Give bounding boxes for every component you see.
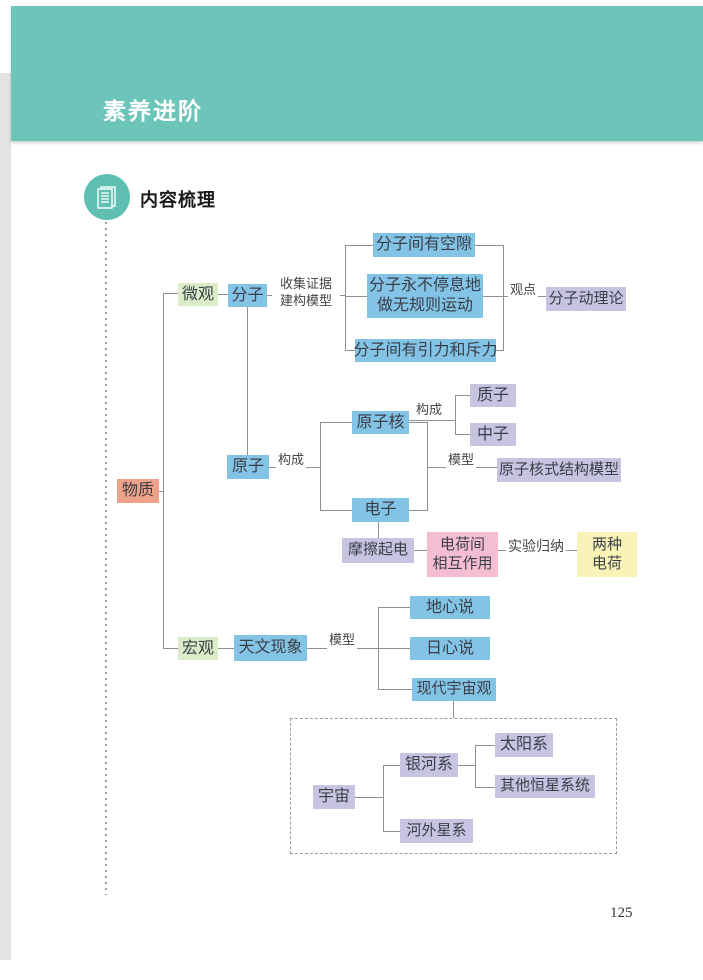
connector-line xyxy=(247,307,248,455)
page-number: 125 xyxy=(610,905,633,921)
node-extragalactic: 河外星系 xyxy=(400,819,473,843)
node-universe: 宇宙 xyxy=(313,785,355,809)
connector-line xyxy=(320,510,352,511)
node-other-star-systems: 其他恒星系统 xyxy=(495,775,595,798)
edge-label-compose-nucleus: 构成 xyxy=(414,402,445,419)
connector-line xyxy=(453,701,454,718)
connector-line xyxy=(503,245,504,351)
connector-line xyxy=(378,521,379,538)
node-two-charges-line2: 电荷 xyxy=(591,555,622,572)
edge-label-viewpoint: 观点 xyxy=(508,282,539,299)
connector-line xyxy=(475,745,476,788)
node-astronomy: 天文现象 xyxy=(234,635,307,661)
connector-line xyxy=(475,787,495,788)
node-two-charges-line1: 两种 xyxy=(591,536,622,553)
connector-line xyxy=(383,765,400,766)
connector-line xyxy=(455,395,456,435)
connector-line xyxy=(475,245,503,246)
node-electron: 电子 xyxy=(352,498,409,522)
header-band: 素养进阶 xyxy=(11,6,703,141)
connector-line xyxy=(383,831,400,832)
document-icon xyxy=(84,174,130,220)
edge-label-evidence-line2: 建构模型 xyxy=(279,292,332,308)
connector-line xyxy=(414,550,427,551)
connector-line xyxy=(345,245,346,351)
connector-line xyxy=(409,422,427,423)
connector-line xyxy=(218,648,234,649)
section-title: 内容梳理 xyxy=(140,190,216,210)
node-molecular-motion: 分子永不停息地 做无规则运动 xyxy=(367,274,483,318)
node-matter: 物质 xyxy=(117,479,159,503)
connector-line xyxy=(163,293,164,649)
node-milky-way: 银河系 xyxy=(400,753,458,777)
node-proton: 质子 xyxy=(470,384,516,407)
node-charge-interaction: 电荷间 相互作用 xyxy=(427,532,498,577)
node-solar-system: 太阳系 xyxy=(495,733,553,757)
connector-line xyxy=(345,296,367,297)
node-molecular-gap: 分子间有空隙 xyxy=(373,233,475,257)
node-modern-cosmology: 现代宇宙观 xyxy=(412,678,496,701)
connector-line xyxy=(475,745,495,746)
connector-line xyxy=(427,422,428,511)
node-atom: 原子 xyxy=(227,455,269,479)
connector-line xyxy=(455,395,470,396)
connector-line xyxy=(383,765,384,832)
connector-line xyxy=(496,350,503,351)
edge-label-evidence-line1: 收集证据 xyxy=(279,276,332,291)
page-title: 素养进阶 xyxy=(103,99,203,124)
connector-line xyxy=(158,491,164,492)
connector-line xyxy=(378,607,410,608)
node-nucleus: 原子核 xyxy=(352,411,409,434)
connector-line xyxy=(355,797,383,798)
edge-label-model-astronomy: 模型 xyxy=(327,632,358,649)
edge-label-model-nucleus: 模型 xyxy=(446,452,477,469)
connector-line xyxy=(378,648,410,649)
universe-group-box xyxy=(290,718,617,854)
connector-line xyxy=(163,293,178,294)
connector-line xyxy=(458,765,475,766)
node-molecule: 分子 xyxy=(228,284,267,307)
node-molecular-motion-line1: 分子永不停息地 xyxy=(368,277,481,294)
connector-line xyxy=(455,434,470,435)
node-two-charges: 两种 电荷 xyxy=(577,532,637,577)
edge-label-compose-atom: 构成 xyxy=(276,452,307,469)
node-micro: 微观 xyxy=(178,283,218,306)
page-edge-strip xyxy=(0,73,11,960)
connector-line xyxy=(320,422,321,511)
node-molecular-force: 分子间有引力和斥力 xyxy=(354,339,498,362)
node-molecular-motion-line2: 做无规则运动 xyxy=(376,297,473,314)
node-friction-charging: 摩擦起电 xyxy=(342,538,414,563)
node-kinetic-theory: 分子动理论 xyxy=(546,287,626,311)
node-charge-interaction-line1: 电荷间 xyxy=(439,536,485,553)
node-geocentric: 地心说 xyxy=(410,596,490,619)
connector-line xyxy=(163,648,178,649)
node-neutron: 中子 xyxy=(470,423,516,446)
connector-line xyxy=(409,510,427,511)
node-macro: 宏观 xyxy=(178,637,218,660)
edge-label-evidence: 收集证据 建构模型 xyxy=(272,276,340,310)
connector-line xyxy=(378,689,412,690)
connector-line xyxy=(345,245,373,246)
connector-line xyxy=(345,350,355,351)
connector-line xyxy=(320,422,352,423)
connector-line xyxy=(218,294,228,295)
node-heliocentric: 日心说 xyxy=(410,637,490,660)
node-charge-interaction-line2: 相互作用 xyxy=(432,555,493,572)
edge-label-experiment: 实验归纳 xyxy=(506,539,566,558)
connector-line xyxy=(409,420,455,421)
node-nuclear-model: 原子核式结构模型 xyxy=(497,458,621,482)
connector-line xyxy=(483,296,503,297)
document-icon-glyph xyxy=(97,186,116,209)
dotted-guide-line xyxy=(105,222,107,895)
